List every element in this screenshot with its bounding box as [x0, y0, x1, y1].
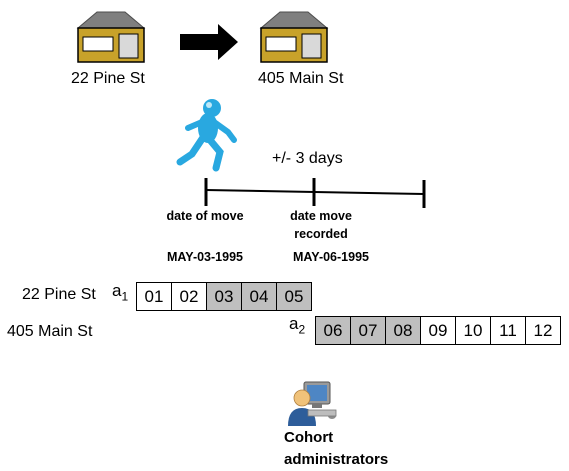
day-cell: 08 — [385, 316, 421, 345]
day-cell: 06 — [315, 316, 351, 345]
row-main-cells: 06 07 08 09 10 11 12 — [315, 316, 561, 345]
day-cell: 09 — [420, 316, 456, 345]
admin-label: Cohort administrators — [284, 429, 389, 468]
row-pine-cells: 01 02 03 04 05 — [136, 282, 312, 311]
window-label: +/- 3 days — [272, 150, 343, 167]
arrow-right-icon — [180, 24, 238, 60]
day-cell: 01 — [136, 282, 172, 311]
move-date: MAY-03-1995 — [167, 250, 243, 264]
row-main-label: 405 Main St — [7, 323, 93, 340]
row-pine-marker: a1 — [112, 281, 129, 304]
recorded-label: date move recorded — [290, 209, 352, 241]
runner-icon — [176, 99, 237, 172]
administrator-computer-icon — [288, 381, 337, 426]
day-cell: 11 — [490, 316, 526, 345]
move-label: date of move — [166, 209, 244, 223]
day-cell: 03 — [206, 282, 242, 311]
day-cell: 05 — [276, 282, 312, 311]
recorded-date: MAY-06-1995 — [293, 250, 369, 264]
house-from-label: 22 Pine St — [71, 70, 145, 87]
row-pine-label: 22 Pine St — [22, 286, 96, 303]
day-cell: 07 — [350, 316, 386, 345]
timeline — [204, 178, 426, 208]
day-cell: 12 — [525, 316, 561, 345]
day-cell: 02 — [171, 282, 207, 311]
house-to-label: 405 Main St — [258, 70, 344, 87]
house-to-icon — [259, 11, 329, 63]
day-cell: 10 — [455, 316, 491, 345]
day-cell: 04 — [241, 282, 277, 311]
row-main-marker: a2 — [289, 314, 306, 337]
house-from-icon — [76, 11, 146, 63]
